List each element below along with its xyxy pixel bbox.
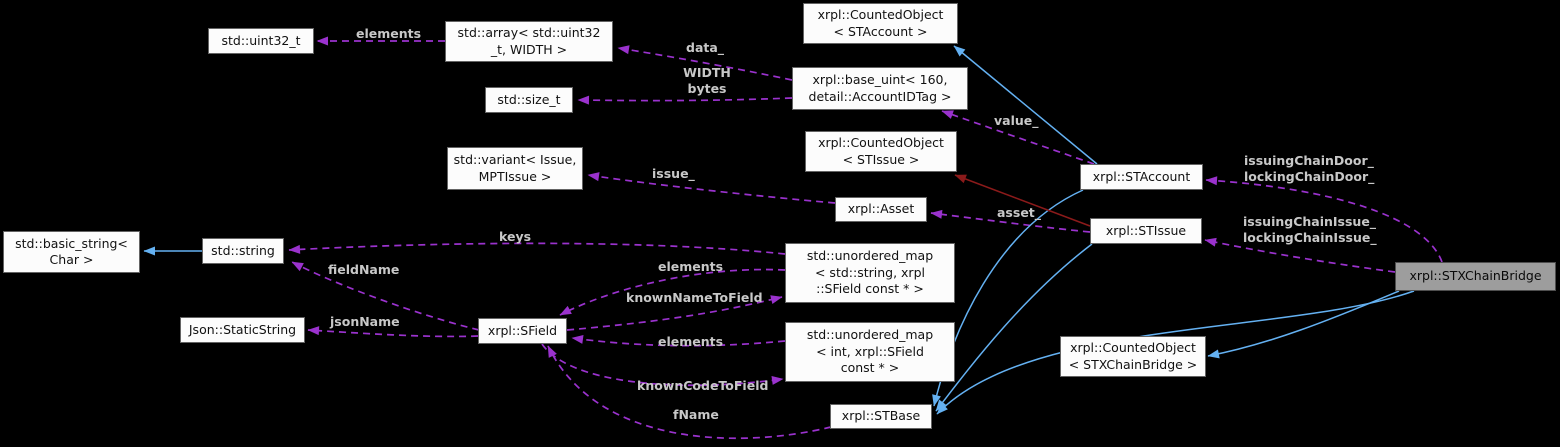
node-counted-object-staccount[interactable]: xrpl::CountedObject < STAccount > [803, 3, 958, 44]
edge-mapint-elements-sfield [571, 334, 786, 347]
edge-stbase-fname-sfield [547, 345, 832, 440]
edge-label-elements-mid: elements [658, 259, 724, 274]
node-std-array[interactable]: std::array< std::uint32 _t, WIDTH > [445, 21, 613, 62]
node-std-uint32-t[interactable]: std::uint32_t [208, 28, 314, 54]
edge-stxbridge-inherits-countedstxbridge [1207, 290, 1400, 359]
edge-label-knowncodetofield: knownCodeToField [637, 378, 769, 393]
edge-mapstring-elements-sfield [559, 268, 786, 316]
edge-label-elements-top: elements [356, 26, 422, 41]
node-unordered-map-string-sfield[interactable]: std::unordered_map < std::string, xrpl :… [785, 243, 955, 303]
edge-baseuint-width-sizet [577, 95, 793, 105]
node-std-basic-string[interactable]: std::basic_string< Char > [3, 231, 140, 273]
node-xrpl-staccount[interactable]: xrpl::STAccount [1080, 164, 1203, 190]
edge-asset-issue-variant [587, 172, 836, 204]
edge-label-elements-low: elements [658, 334, 724, 349]
edge-label-chaindoor: issuingChainDoor_ lockingChainDoor_ [1244, 153, 1375, 185]
node-xrpl-stbase[interactable]: xrpl::STBase [830, 404, 932, 429]
edge-label-value: value_ [994, 113, 1039, 128]
node-json-staticstring[interactable]: Json::StaticString [180, 317, 305, 343]
node-counted-object-stissue[interactable]: xrpl::CountedObject < STIssue > [805, 131, 957, 172]
node-std-size-t[interactable]: std::size_t [485, 87, 573, 113]
node-counted-object-stxchainbridge[interactable]: xrpl::CountedObject < STXChainBridge > [1060, 336, 1206, 377]
edge-stxbridge-chainissue-stissue [1204, 237, 1396, 273]
edge-mapstring-keys-string [288, 242, 786, 255]
edge-label-asset: asset_ [997, 205, 1042, 220]
node-xrpl-stissue[interactable]: xrpl::STIssue [1090, 218, 1202, 244]
node-base-uint[interactable]: xrpl::base_uint< 160, detail::AccountIDT… [792, 67, 968, 110]
edge-label-fname: fName [673, 407, 719, 422]
node-std-variant[interactable]: std::variant< Issue, MPTIssue > [447, 147, 583, 190]
edge-stissue-inherits-stbase [935, 243, 1093, 412]
node-unordered-map-int-sfield[interactable]: std::unordered_map < int, xrpl::SField c… [785, 322, 955, 382]
edge-staccount-value-baseuint [941, 110, 1095, 165]
edge-stxbridge-chaindoor-staccount [1205, 176, 1443, 263]
edge-sfield-knownnametofield-mapstring [566, 295, 783, 331]
edge-sfield-fieldname-string [291, 261, 480, 331]
edge-stxbridge-inherits-stbase [936, 290, 1415, 415]
edge-label-chainissue: issuingChainIssue_ lockingChainIssue_ [1243, 214, 1377, 246]
edge-label-jsonname: jsonName [330, 314, 400, 329]
edge-sfield-knowncodetofield-mapint [541, 343, 784, 387]
node-xrpl-sfield[interactable]: xrpl::SField [478, 318, 567, 344]
node-xrpl-asset[interactable]: xrpl::Asset [835, 197, 927, 222]
edge-label-knownnametofield: knownNameToField [626, 290, 763, 305]
edge-stissue-asset-asset [930, 209, 1091, 233]
edge-label-width-bytes: WIDTH bytes [683, 65, 731, 97]
edge-label-fieldname: fieldName [328, 262, 400, 277]
edge-label-issue: issue_ [652, 166, 695, 181]
edge-label-keys: keys [499, 229, 532, 244]
edge-baseuint-data-array [617, 45, 793, 81]
edge-staccount-inherits-countedstaccount [953, 45, 1098, 165]
node-xrpl-stxchainbridge: xrpl::STXChainBridge [1395, 262, 1556, 291]
edge-stissue-inherits-countedstissue [954, 174, 1091, 227]
node-std-string[interactable]: std::string [202, 238, 284, 264]
edge-label-data: data_ [686, 40, 725, 55]
edge-sfield-jsonname-staticstring [307, 326, 479, 338]
